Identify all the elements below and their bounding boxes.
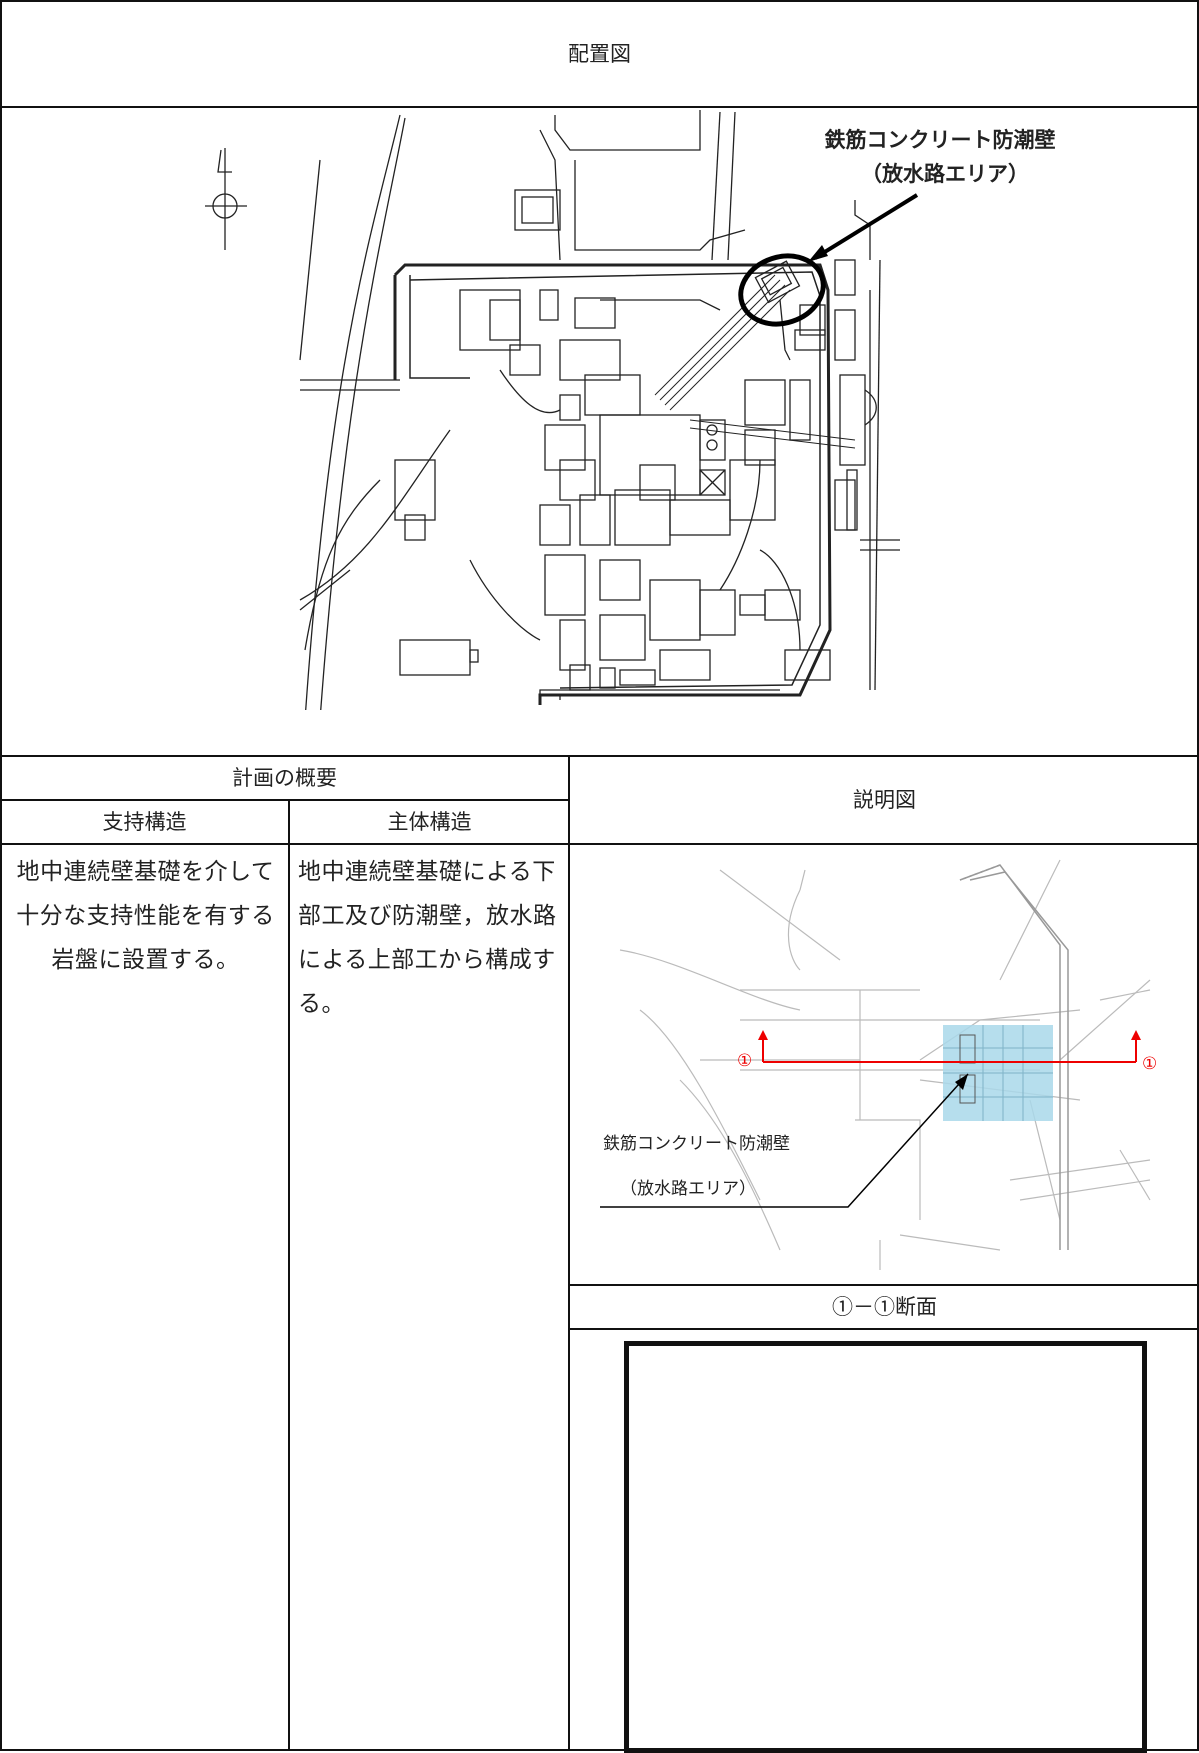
rule-vertical-main	[568, 756, 570, 1751]
section-frame	[624, 1341, 1147, 1753]
border-left	[0, 0, 2, 1751]
target-ellipse	[738, 253, 826, 327]
explain-label-line2: （放水路エリア）	[620, 1179, 756, 1199]
cut-marker-left: ①	[737, 1051, 753, 1071]
border-bottom	[0, 1749, 1199, 1751]
rule-plan-header	[0, 799, 569, 801]
rule-title	[0, 106, 1199, 108]
explain-drawing	[600, 859, 1151, 1270]
col-support-header: 支持構造	[102, 810, 187, 834]
border-right	[1197, 0, 1199, 1751]
rule-col-header	[0, 843, 1199, 845]
rule-vertical-cols	[288, 800, 290, 1751]
main-structure-text: 地中連続壁基礎による下部工及び防潮壁，放水路による上部工から構成する。	[298, 859, 557, 1017]
rule-explain-bottom	[569, 1284, 1199, 1286]
col-main-header: 主体構造	[387, 810, 472, 834]
map-callout-line1: 鉄筋コンクリート防潮壁	[824, 128, 1056, 152]
rule-map	[0, 755, 1199, 757]
site-map	[205, 110, 919, 710]
section-header: ①－①断面	[832, 1295, 937, 1319]
support-structure-text: 地中連続壁基礎を介して十分な支持性能を有する岩盤に設置する。	[16, 859, 275, 973]
north-arrow-icon	[205, 148, 247, 250]
plan-header: 計画の概要	[232, 766, 337, 790]
rule-section-header	[569, 1328, 1199, 1330]
explain-header: 説明図	[853, 788, 916, 812]
page-title: 配置図	[568, 42, 631, 66]
explain-label-line1: 鉄筋コンクリート防潮壁	[603, 1134, 790, 1154]
border-top	[0, 0, 1199, 2]
cut-marker-right: ①	[1142, 1054, 1158, 1074]
map-callout-line2: （放水路エリア）	[861, 162, 1029, 186]
